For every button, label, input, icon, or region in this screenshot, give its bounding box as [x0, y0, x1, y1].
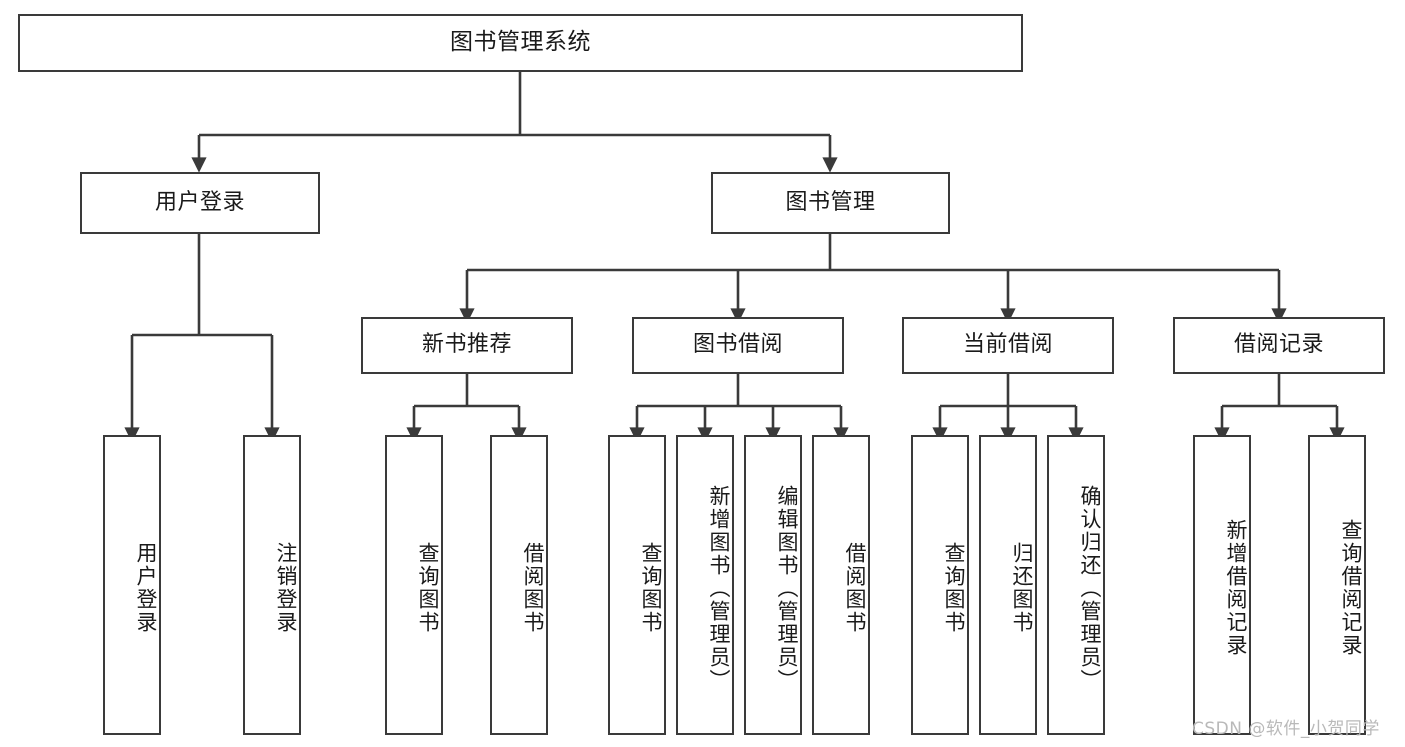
- leaf-user-login-logout[interactable]: 注销登录: [243, 435, 301, 735]
- leaf-label: 查询借阅记录: [1339, 519, 1363, 657]
- leaf-book-borrow-borrow[interactable]: 借阅图书: [812, 435, 870, 735]
- node-current-borrow[interactable]: 当前借阅: [902, 317, 1114, 374]
- leaf-book-borrow-query[interactable]: 查询图书: [608, 435, 666, 735]
- leaf-label: 用户登录: [134, 542, 158, 634]
- watermark: CSDN @软件_小贺同学: [1192, 719, 1380, 739]
- node-root[interactable]: 图书管理系统: [18, 14, 1023, 72]
- leaf-label: 查询图书: [639, 542, 663, 634]
- node-book-manage[interactable]: 图书管理: [711, 172, 950, 234]
- node-book-borrow-label: 图书借阅: [692, 332, 783, 358]
- leaf-label: 查询图书: [942, 542, 966, 634]
- leaf-label: 查询图书: [416, 542, 440, 634]
- node-borrow-record-label: 借阅记录: [1233, 332, 1324, 358]
- node-user-login[interactable]: 用户登录: [80, 172, 320, 234]
- leaf-label: 归还图书: [1010, 542, 1034, 634]
- leaf-label: 新增借阅记录: [1224, 519, 1248, 657]
- node-borrow-record[interactable]: 借阅记录: [1173, 317, 1385, 374]
- node-book-borrow[interactable]: 图书借阅: [632, 317, 844, 374]
- node-new-book-recommend-label: 新书推荐: [421, 332, 512, 358]
- leaf-new-book-query[interactable]: 查询图书: [385, 435, 443, 735]
- leaf-current-borrow-query[interactable]: 查询图书: [911, 435, 969, 735]
- node-new-book-recommend[interactable]: 新书推荐: [361, 317, 573, 374]
- leaf-label: 借阅图书: [843, 542, 867, 634]
- leaf-label: 新增图书（管理员）: [707, 484, 731, 692]
- leaf-new-book-borrow[interactable]: 借阅图书: [490, 435, 548, 735]
- leaf-label: 注销登录: [274, 542, 298, 634]
- leaf-book-borrow-add[interactable]: 新增图书（管理员）: [676, 435, 734, 735]
- leaf-label: 编辑图书（管理员）: [775, 484, 799, 692]
- leaf-label: 确认归还（管理员）: [1078, 484, 1102, 692]
- leaf-current-borrow-confirm-return[interactable]: 确认归还（管理员）: [1047, 435, 1105, 735]
- leaf-borrow-record-add[interactable]: 新增借阅记录: [1193, 435, 1251, 735]
- leaf-label: 借阅图书: [521, 542, 545, 634]
- node-user-login-label: 用户登录: [154, 189, 245, 215]
- leaf-user-login-login[interactable]: 用户登录: [103, 435, 161, 735]
- node-book-manage-label: 图书管理: [785, 189, 876, 215]
- leaf-borrow-record-query[interactable]: 查询借阅记录: [1308, 435, 1366, 735]
- leaf-current-borrow-return[interactable]: 归还图书: [979, 435, 1037, 735]
- node-root-label: 图书管理系统: [450, 29, 591, 56]
- leaf-book-borrow-edit[interactable]: 编辑图书（管理员）: [744, 435, 802, 735]
- node-current-borrow-label: 当前借阅: [962, 332, 1053, 358]
